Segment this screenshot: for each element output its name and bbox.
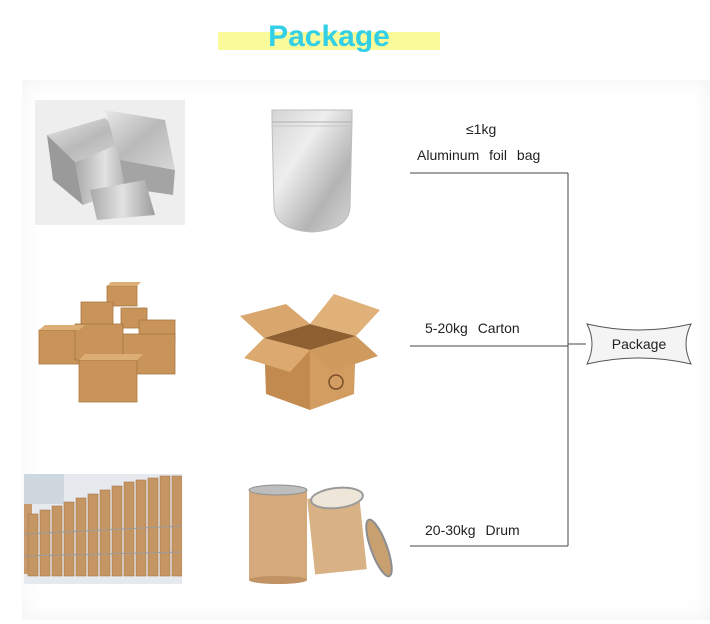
row2-label: 5-20kg Carton [425, 320, 520, 336]
cartons-stack-image [35, 282, 185, 412]
drums-warehouse-image [24, 474, 182, 584]
fiber-drums-image [245, 484, 395, 584]
row1-weight-label: ≤1kg [466, 121, 497, 137]
foil-bags-pile-image [35, 100, 185, 225]
foil-bag-image [268, 108, 356, 234]
row1-type-label: Aluminum foil bag [417, 147, 541, 163]
row3-label: 20-30kg Drum [425, 522, 520, 538]
open-carton-image [240, 286, 380, 414]
page-title: Package [218, 18, 440, 58]
title-highlight [218, 32, 440, 50]
package-badge-shape [586, 323, 692, 365]
package-badge-label: Package [611, 336, 667, 352]
title-text: Package [268, 20, 390, 53]
